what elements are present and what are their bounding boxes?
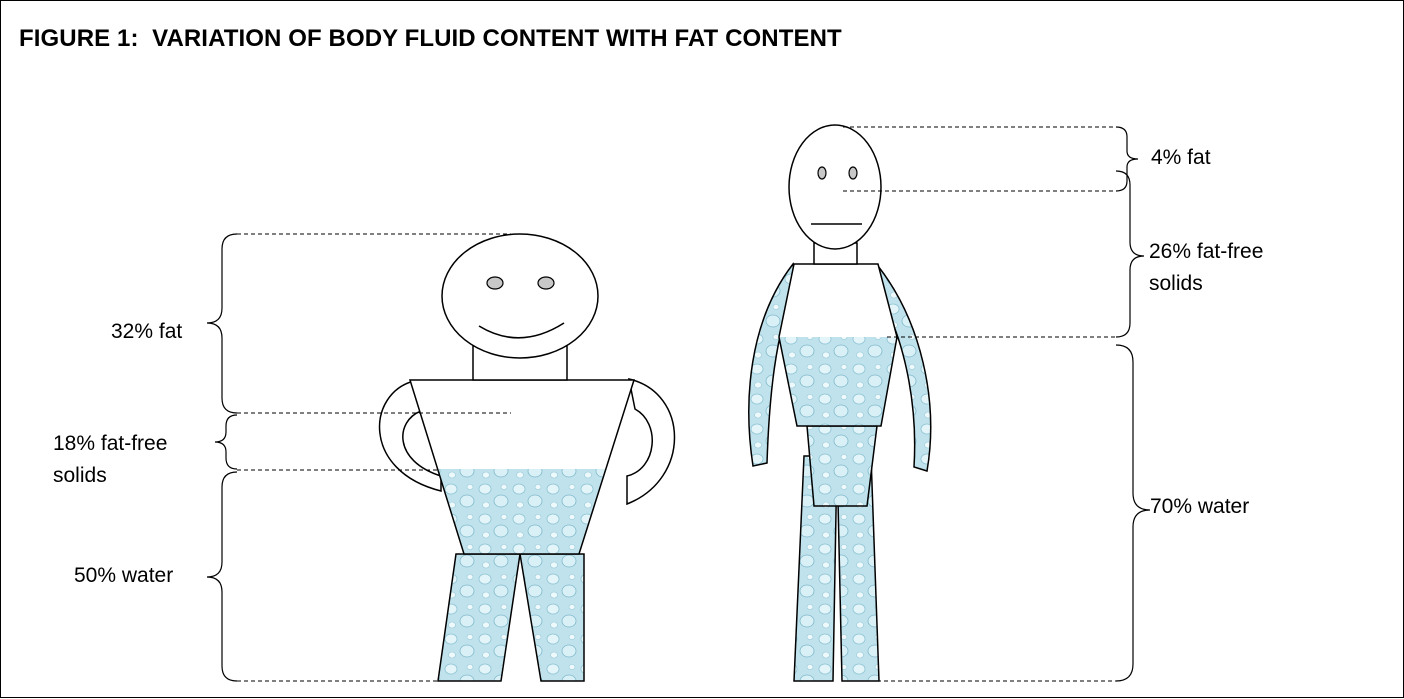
right-person bbox=[749, 125, 931, 681]
right-person-hips bbox=[807, 426, 877, 506]
right-brace-fat bbox=[1116, 127, 1138, 191]
right-person-right-eye bbox=[849, 167, 857, 179]
right-person-torso-upper bbox=[779, 264, 897, 337]
right-fat-free-label-line2: solids bbox=[1149, 271, 1203, 297]
left-person-left-eye bbox=[487, 277, 503, 289]
left-fat-label: 32% fat bbox=[111, 319, 182, 345]
left-water-label: 50% water bbox=[74, 563, 173, 589]
left-brace-solids bbox=[215, 415, 237, 469]
left-person-head bbox=[442, 234, 598, 358]
left-person-right-arm bbox=[627, 379, 675, 504]
right-braces bbox=[1116, 127, 1150, 681]
left-person-torso-upper bbox=[410, 380, 634, 469]
right-fat-free-label-line1: 26% fat-free bbox=[1149, 239, 1263, 265]
left-fat-free-label-line1: 18% fat-free bbox=[53, 431, 167, 457]
right-person-left-eye bbox=[818, 167, 826, 179]
right-water-label: 70% water bbox=[1150, 494, 1249, 520]
left-person-left-leg bbox=[438, 554, 520, 681]
left-person bbox=[380, 234, 675, 681]
left-person-right-eye bbox=[538, 277, 554, 289]
left-person-right-leg bbox=[520, 554, 584, 681]
right-brace-solids bbox=[1116, 171, 1144, 337]
right-brace-water bbox=[1116, 345, 1150, 681]
right-person-torso-water bbox=[779, 337, 897, 426]
right-fat-label: 4% fat bbox=[1151, 145, 1211, 171]
left-fat-free-label-line2: solids bbox=[53, 463, 107, 489]
left-person-torso-water bbox=[438, 469, 606, 554]
left-braces bbox=[207, 234, 237, 681]
left-brace-water bbox=[207, 472, 237, 681]
right-person-head bbox=[789, 125, 881, 249]
left-brace-fat bbox=[207, 234, 237, 413]
